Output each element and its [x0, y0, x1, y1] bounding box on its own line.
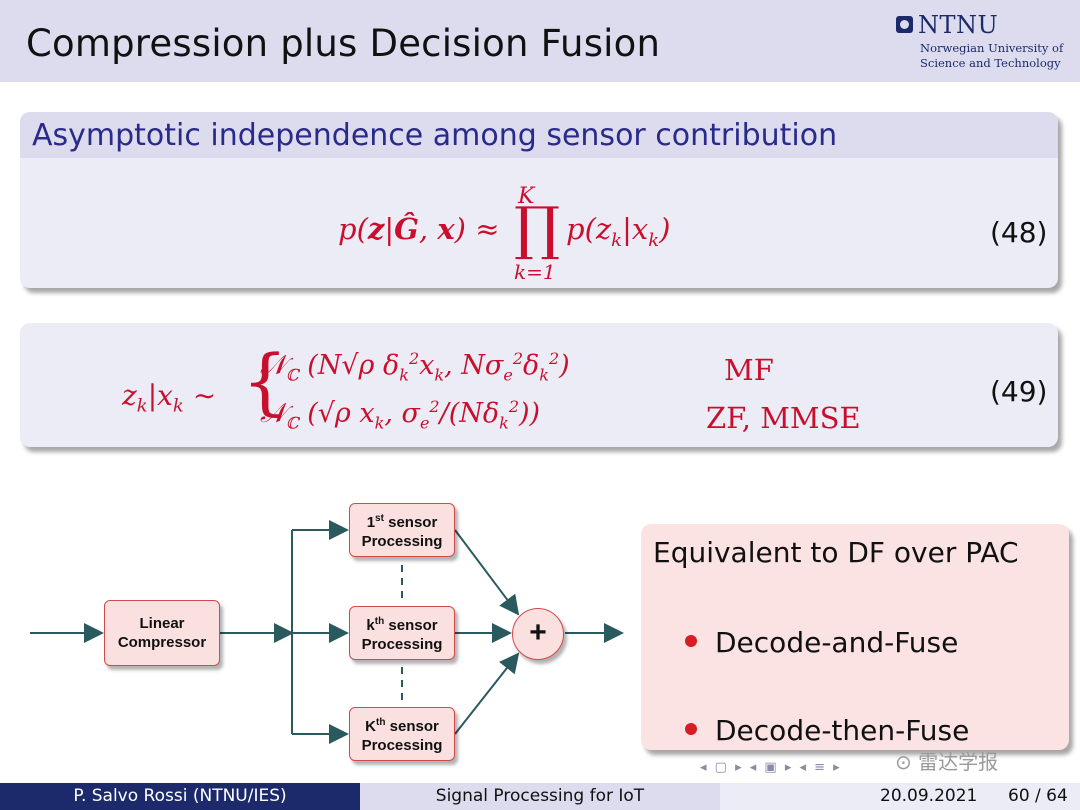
theorem-block-48: Asymptotic independence among sensor con…	[20, 112, 1058, 288]
df-list-item: Decode-then-Fuse	[685, 714, 969, 747]
linear-compressor-box: Linear Compressor	[104, 600, 220, 666]
equation-48-lhs: p(z|Ĝ, x) ≈	[338, 212, 500, 246]
df-item-label: Decode-then-Fuse	[715, 714, 970, 747]
equation-48-product: ∏	[514, 194, 561, 262]
equation-49-lhs: zk|xk ∼	[122, 379, 217, 417]
footer-date: 20.09.2021	[880, 786, 978, 806]
equation-block-49: zk|xk ∼ { 𝒩ℂ (N√ρ δk2xk, Nσe2δk2) 𝒩ℂ (√ρ…	[20, 323, 1058, 447]
df-equivalence-box: Equivalent to DF over PAC Decode-and-Fus…	[641, 524, 1069, 750]
beamer-navigation-bar[interactable]: ◂ ▢ ▸ ◂ ▣ ▸ ◂ ≡ ▸	[700, 760, 842, 775]
equation-48-lower: k=1	[514, 260, 556, 284]
sensor-k-processing-box: kth sensor Processing	[349, 606, 455, 660]
df-box-title: Equivalent to DF over PAC	[653, 536, 1019, 569]
sensor-k-suffix: th	[374, 616, 385, 627]
logo-subtitle-line1: Norwegian University of	[920, 41, 1064, 55]
slide-title: Compression plus Decision Fusion	[26, 22, 661, 65]
sensor-K-label: Kth sensor	[350, 713, 454, 736]
equation-48-upper: K	[518, 184, 535, 209]
sensor-1-label: 1st sensor	[350, 509, 454, 532]
bullet-icon	[685, 635, 697, 647]
equation-49-brace: {	[242, 339, 288, 423]
logo-subtitle: Norwegian University of Science and Tech…	[920, 41, 1063, 71]
nav-frame-icon[interactable]: ◂ ▢ ▸	[700, 760, 744, 775]
equation-number-48: (48)	[990, 216, 1048, 249]
sensorK-to-sum-arrow	[454, 652, 520, 735]
equation-48-rhs: p(zk|xk)	[566, 212, 671, 251]
logo-subtitle-line2: Science and Technology	[920, 56, 1061, 70]
df-list-item: Decode-and-Fuse	[685, 626, 958, 659]
watermark: ⊙ 雷达学报	[895, 746, 998, 775]
sensor-K-processing: Processing	[361, 737, 443, 754]
compressor-label-line1: Linear	[139, 615, 185, 632]
equation-49-case2-label: ZF, MMSE	[706, 401, 861, 435]
ntnu-logo: NTNU Norwegian University of Science and…	[896, 11, 1076, 74]
compressor-label-line2: Compressor	[117, 634, 207, 651]
slide-footer: P. Salvo Rossi (NTNU/IES) Signal Process…	[0, 783, 1080, 810]
equation-49-case1: 𝒩ℂ (N√ρ δk2xk, Nσe2δk2)	[260, 349, 570, 385]
logo-name: NTNU	[918, 11, 999, 39]
block-title-bar: Asymptotic independence among sensor con…	[20, 112, 1058, 158]
sensor-k-processing: Processing	[361, 636, 443, 653]
slide-header: Compression plus Decision Fusion NTNU No…	[0, 0, 1080, 82]
nav-subsection-icon[interactable]: ◂ ▣ ▸	[749, 760, 794, 775]
sensor-k-word: sensor	[384, 617, 438, 634]
sensor-1-processing: Processing	[361, 533, 443, 550]
sensor-k-index: k	[366, 617, 375, 634]
sensor-K-processing-box: Kth sensor Processing	[349, 707, 455, 761]
sensor-K-word: sensor	[385, 718, 439, 735]
sensor-K-index: K	[365, 718, 377, 735]
sensor-k-label: kth sensor	[350, 612, 454, 635]
sensor-1-word: sensor	[383, 514, 438, 531]
df-item-label: Decode-and-Fuse	[715, 626, 959, 659]
sensor-K-suffix: th	[376, 717, 386, 728]
equation-49-case1-label: MF	[724, 353, 774, 387]
equation-number-49: (49)	[990, 375, 1048, 408]
ntnu-logo-icon	[896, 16, 913, 33]
footer-course: Signal Processing for IoT	[360, 783, 720, 810]
sum-node: +	[512, 608, 564, 660]
bullet-icon	[685, 723, 697, 735]
sensor1-to-sum-arrow	[454, 529, 520, 616]
watermark-text: 雷达学报	[918, 750, 999, 774]
sensor-1-processing-box: 1st sensor Processing	[349, 503, 455, 557]
footer-info: 20.09.2021 60 / 64	[720, 783, 1080, 810]
footer-page-number: 60 / 64	[1008, 786, 1068, 806]
sensor-1-suffix: st	[375, 513, 384, 524]
nav-section-icon[interactable]: ◂ ≡ ▸	[799, 760, 842, 775]
block-title: Asymptotic independence among sensor con…	[32, 118, 838, 153]
sensor-1-index: 1	[366, 514, 376, 531]
equation-49-case2: 𝒩ℂ (√ρ xk, σe2/(Nδk2))	[260, 397, 541, 433]
footer-author: P. Salvo Rossi (NTNU/IES)	[0, 783, 360, 810]
wechat-icon: ⊙	[895, 750, 912, 774]
